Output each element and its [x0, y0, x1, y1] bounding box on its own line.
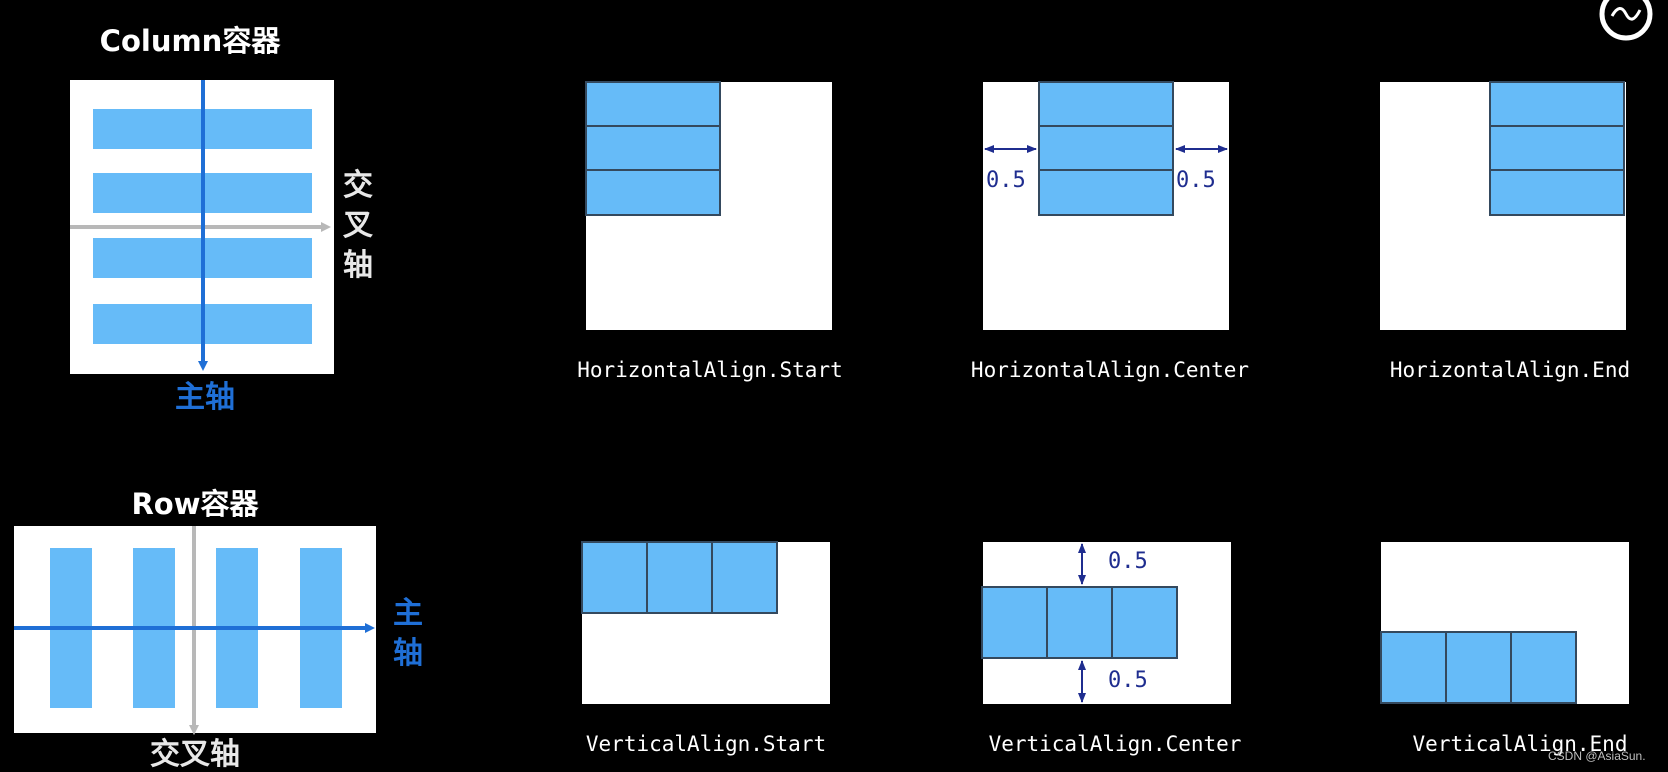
row-title: Row容器 — [131, 487, 259, 521]
v-center-top-gap: 0.5 — [1108, 549, 1148, 574]
v-center-bottom-gap: 0.5 — [1108, 668, 1148, 693]
column-cross-axis-label: 交叉轴 — [343, 168, 373, 283]
h-center-caption: HorizontalAlign.Center — [970, 358, 1250, 382]
v-end-caption: VerticalAlign.End — [1412, 732, 1628, 756]
h-center-cell-2 — [1038, 125, 1174, 171]
v-center-cell-3 — [1111, 586, 1178, 659]
v-start-cell-2 — [646, 541, 713, 614]
h-center-right-gap: 0.5 — [1176, 168, 1216, 193]
h-start-cell-2 — [585, 125, 721, 171]
v-end-cell-1 — [1380, 631, 1447, 704]
v-start-cell-3 — [711, 541, 778, 614]
v-center-cell-2 — [1046, 586, 1113, 659]
h-start-caption: HorizontalAlign.Start — [577, 358, 843, 382]
row-cross-axis-label: 交叉轴 — [150, 737, 240, 772]
v-center-cell-1 — [981, 586, 1048, 659]
h-start-cell-3 — [585, 169, 721, 216]
watermark: CSDN @AsiaSun. — [1548, 749, 1646, 763]
h-end-caption: HorizontalAlign.End — [1389, 358, 1631, 382]
h-end-cell-3 — [1489, 169, 1625, 216]
h-center-left-gap: 0.5 — [986, 168, 1026, 193]
row-main-axis-label: 主轴 — [393, 596, 423, 671]
v-end-cell-2 — [1445, 631, 1512, 704]
v-center-caption: VerticalAlign.Center — [988, 732, 1242, 756]
column-title: Column容器 — [99, 24, 281, 58]
v-start-caption: VerticalAlign.Start — [585, 732, 827, 756]
h-center-cell-3 — [1038, 169, 1174, 216]
v-end-cell-3 — [1510, 631, 1577, 704]
column-main-axis-label: 主轴 — [175, 380, 235, 415]
